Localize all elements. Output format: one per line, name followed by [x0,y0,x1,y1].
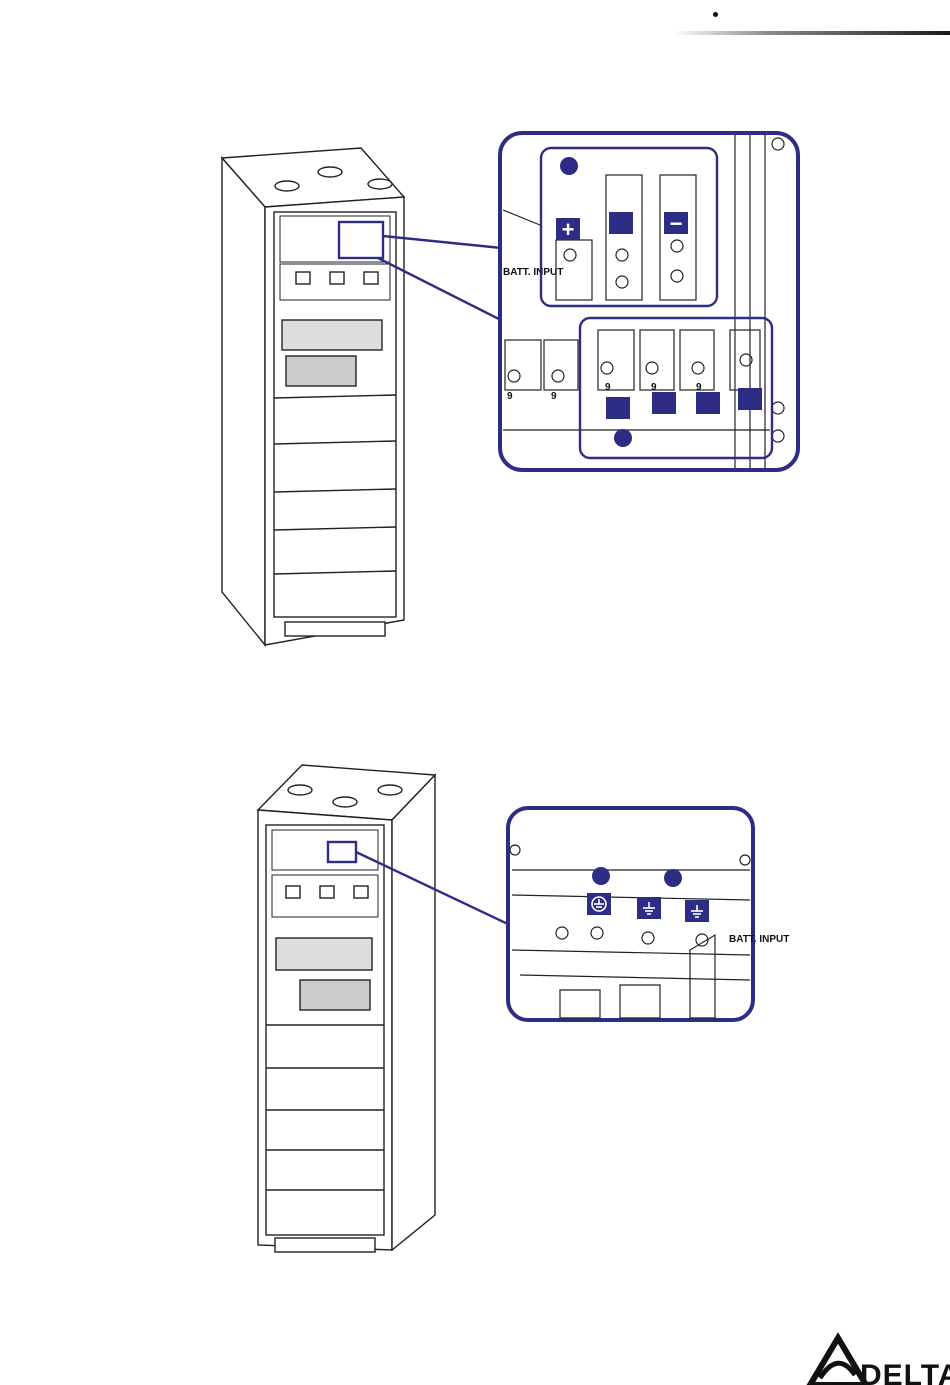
callout-circle-4 [664,869,682,887]
delta-logo: DELTA [810,1338,950,1385]
plus-symbol: + [562,217,575,242]
zoom-panel-top: 9 9 9 9 9 BATT. INPUT + − [500,133,798,470]
delta-logo-text: DELTA [860,1359,950,1385]
callout-circle-3 [592,867,610,885]
callout-circle-2 [614,429,632,447]
terminal-tag: 9 [507,391,513,402]
ups-cabinet-bottom [258,765,435,1252]
callout-circle-1 [560,157,578,175]
zoom-panel-bottom: BATT. INPUT [508,808,789,1020]
phase-marker [696,392,720,414]
terminal-tag: 9 [651,382,657,393]
batt-input-label: BATT. INPUT [503,267,563,278]
terminal-tag: 9 [551,391,557,402]
neutral-marker [609,212,633,234]
phase-marker [652,392,676,414]
phase-marker [738,388,762,410]
batt-input-label: BATT. INPUT [729,934,789,945]
ups-cabinet-top [222,148,404,645]
phase-marker [606,397,630,419]
terminal-tag: 9 [605,382,611,393]
minus-symbol: − [670,211,683,236]
terminal-tag: 9 [696,382,702,393]
